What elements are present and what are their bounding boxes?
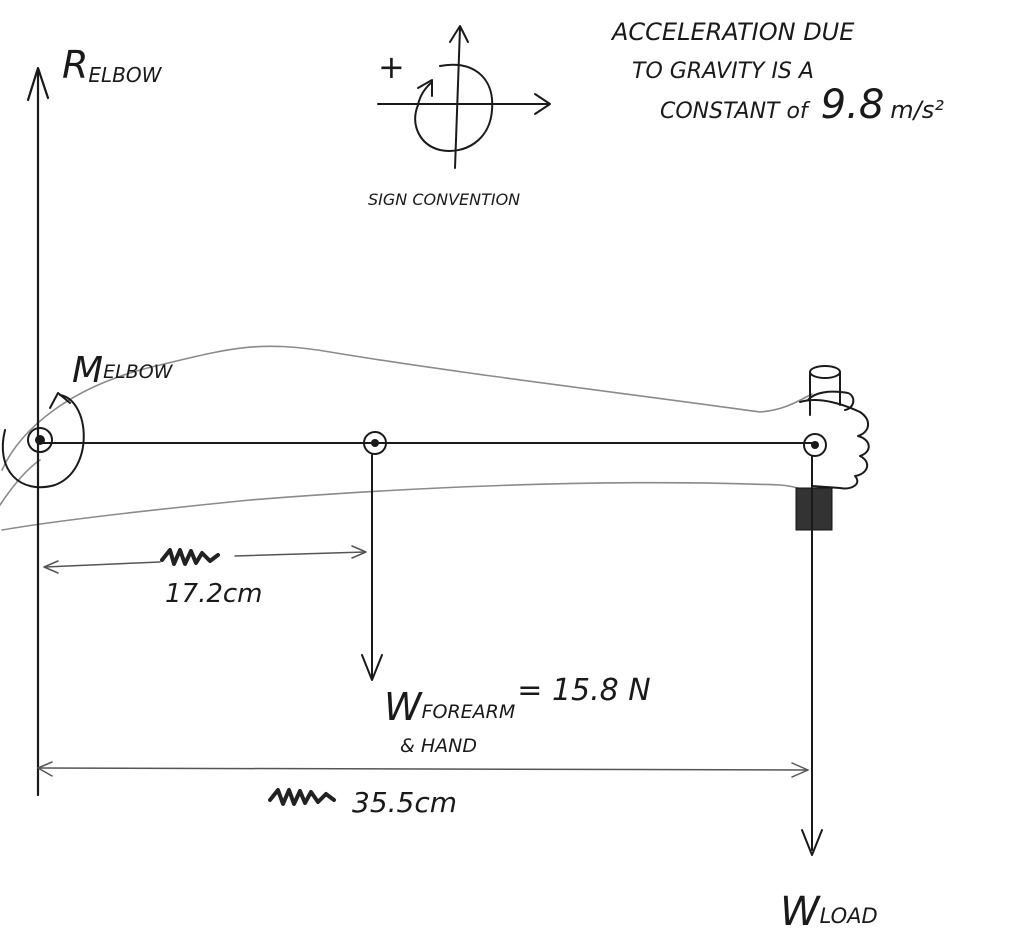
note-line-2: TO GRAVITY IS A <box>632 59 814 84</box>
w-load-vector <box>801 455 823 856</box>
w-forearm-main: W <box>384 685 423 729</box>
w-forearm-sub2: & HAND <box>400 735 477 757</box>
m-elbow-main: M <box>72 350 103 391</box>
note-constant-value: 9.8 <box>821 82 885 128</box>
elbow-joint <box>27 427 53 453</box>
dimension-short <box>43 545 367 574</box>
forearm-com-ring <box>363 431 387 455</box>
forearm-lower-outline <box>1 481 813 531</box>
note-line-1: ACCELERATION DUE <box>610 18 855 46</box>
forearm-upper-outline <box>1 345 813 471</box>
m-elbow-sub: ELBOW <box>103 361 174 383</box>
fist-outline <box>799 399 870 490</box>
dimension-short-left-head <box>43 560 59 574</box>
dimension-short-left <box>44 561 161 568</box>
dimension-long-value: 35.5cm <box>352 786 457 819</box>
scribble-short <box>160 548 220 566</box>
w-load-main: W <box>780 889 821 935</box>
load-point-ring <box>803 433 827 457</box>
forearm-com <box>363 431 387 455</box>
sign-convention-diagram <box>377 25 551 169</box>
r-elbow-main: R <box>62 43 88 87</box>
forearm-com-center <box>371 439 379 447</box>
w-forearm-sub: FOREARM <box>422 701 516 723</box>
dimension-short-right <box>234 551 366 557</box>
dimension-short-value: 17.2cm <box>165 579 263 609</box>
dimension-long-left-head <box>37 761 53 777</box>
elbow-moment-arc <box>1 392 85 489</box>
dimension-long-right-head <box>791 762 809 778</box>
sign-plus: + <box>378 48 405 86</box>
r-elbow-vector <box>26 66 50 797</box>
sign-axis-vertical-head <box>449 25 469 43</box>
dimension-long-line <box>37 767 809 771</box>
dimension-long <box>37 761 809 806</box>
moment-arrowhead <box>49 392 71 409</box>
w-forearm-arrowhead <box>361 654 383 681</box>
load-top-body <box>809 371 841 416</box>
thumb-outline <box>807 390 855 411</box>
note-constant-prefix: CONSTANT of <box>660 99 811 124</box>
moment-arc-path <box>1 394 85 489</box>
w-load-arrowhead <box>801 829 823 856</box>
sign-rotation-arrowhead <box>417 79 433 97</box>
dimension-short-right-head <box>351 545 367 559</box>
note-constant-unit: m/s² <box>890 96 944 124</box>
w-forearm-value: = 15.8 N <box>517 673 650 708</box>
elbow-joint-ring <box>27 427 53 453</box>
w-forearm-label: WFOREARM= 15.8 N <box>384 673 651 729</box>
sign-axis-horizontal-head <box>534 93 551 115</box>
load-bottom-body <box>795 487 833 531</box>
w-load-sub: LOAD <box>820 904 878 928</box>
sign-convention-label: SIGN CONVENTION <box>368 190 520 209</box>
w-load-label: WLOAD <box>780 889 878 935</box>
r-elbow-label: RELBOW <box>62 43 163 87</box>
r-elbow-sub: ELBOW <box>88 63 162 87</box>
sign-axis-vertical <box>454 27 461 169</box>
w-forearm-vector <box>361 454 383 681</box>
r-elbow-arrowhead <box>26 66 50 102</box>
load-point-center <box>811 441 819 449</box>
elbow-joint-center <box>35 435 45 445</box>
hand-sketch <box>799 390 870 490</box>
scribble-long <box>268 788 336 806</box>
sign-rotation-arc <box>414 63 494 152</box>
load-top-ellipse <box>809 365 841 379</box>
load-point <box>803 433 827 457</box>
m-elbow-label: MELBOW <box>72 350 174 391</box>
load-object <box>795 365 841 531</box>
